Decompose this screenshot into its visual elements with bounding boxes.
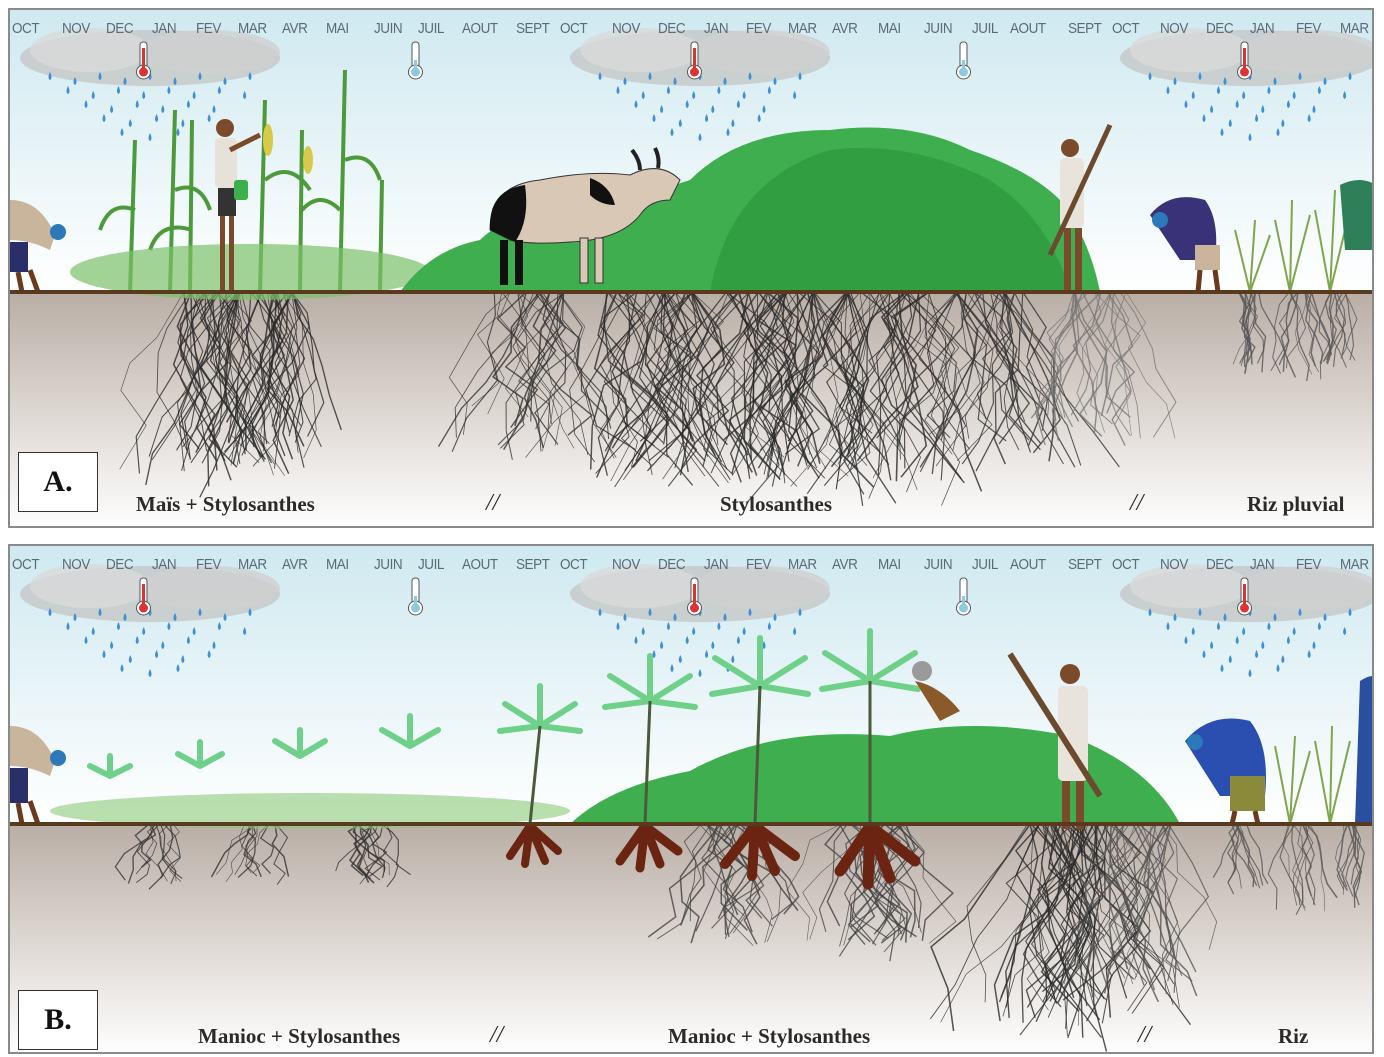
- month-label: JUIL: [972, 556, 998, 573]
- period-separator: //: [490, 1022, 503, 1049]
- month-label: FEV: [746, 20, 771, 37]
- month-label: OCT: [560, 556, 587, 573]
- month-label: SEPT: [1068, 20, 1101, 37]
- month-label: OCT: [12, 20, 39, 37]
- period-separator: //: [486, 490, 499, 517]
- month-label: OCT: [560, 20, 587, 37]
- month-label: FEV: [196, 556, 221, 573]
- panel-label: B.: [18, 990, 98, 1050]
- period-separator: //: [1138, 1022, 1151, 1049]
- month-label: NOV: [612, 556, 640, 573]
- month-label: MAI: [326, 556, 349, 573]
- farmer-right-edge: [1340, 180, 1374, 250]
- panel-b-illustration: [10, 546, 1374, 1054]
- month-label: FEV: [196, 20, 221, 37]
- month-timeline: OCT NOV DEC JAN FEV MAR AVR MAI JUIN JUIL AOUT SEPT…: [10, 20, 1372, 42]
- month-label: SEPT: [1068, 556, 1101, 573]
- panel-b: OCT NOV DEC JAN FEV MAR AVR MAI JUIN JUIL AOUT SEPT…: [8, 544, 1374, 1054]
- month-label: MAI: [326, 20, 349, 37]
- caption-upland-rice: Riz pluvial: [1247, 492, 1344, 517]
- caption-stylosanthes: Stylosanthes: [720, 492, 832, 517]
- panel-label: A.: [18, 452, 98, 512]
- month-label: MAR: [788, 556, 817, 573]
- month-label: DEC: [106, 556, 133, 573]
- month-label: AOUT: [1010, 20, 1046, 37]
- month-label: AOUT: [462, 556, 498, 573]
- month-label: FEV: [746, 556, 771, 573]
- month-label: JAN: [1250, 20, 1274, 37]
- month-label: MAI: [878, 556, 901, 573]
- month-label: JUIN: [924, 556, 952, 573]
- month-label: NOV: [62, 556, 90, 573]
- month-label: AVR: [282, 20, 307, 37]
- caption-cassava-stylosanthes-center: Manioc + Stylosanthes: [668, 1024, 870, 1049]
- month-label: MAI: [878, 20, 901, 37]
- month-label: JAN: [704, 556, 728, 573]
- month-label: MAR: [238, 20, 267, 37]
- month-label: JUIN: [374, 556, 402, 573]
- caption-cassava-stylosanthes-left: Manioc + Stylosanthes: [198, 1024, 400, 1049]
- month-label: MAR: [788, 20, 817, 37]
- month-label: JAN: [1250, 556, 1274, 573]
- caption-maize-stylosanthes: Maïs + Stylosanthes: [136, 492, 315, 517]
- month-label: DEC: [1206, 556, 1233, 573]
- panel-a: OCT NOV DEC JAN FEV MAR AVR MAI JUIN JUIL AOUT SEPT…: [8, 8, 1374, 528]
- month-label: DEC: [1206, 20, 1233, 37]
- month-label: OCT: [1112, 20, 1139, 37]
- month-label: AOUT: [462, 20, 498, 37]
- month-label: SEPT: [516, 20, 549, 37]
- month-label: FEV: [1296, 556, 1321, 573]
- month-label: NOV: [1160, 556, 1188, 573]
- month-label: FEV: [1296, 20, 1321, 37]
- month-label: NOV: [62, 20, 90, 37]
- month-label: NOV: [612, 20, 640, 37]
- month-label: MAR: [1340, 20, 1369, 37]
- period-separator: //: [1130, 490, 1143, 517]
- month-label: MAR: [238, 556, 267, 573]
- month-label: AVR: [282, 556, 307, 573]
- caption-rice: Riz: [1278, 1024, 1308, 1049]
- month-label: AOUT: [1010, 556, 1046, 573]
- panel-a-illustration: [10, 10, 1374, 528]
- month-label: DEC: [106, 20, 133, 37]
- month-label: DEC: [658, 556, 685, 573]
- month-label: AVR: [832, 556, 857, 573]
- month-label: AVR: [832, 20, 857, 37]
- month-label: MAR: [1340, 556, 1369, 573]
- month-label: JAN: [152, 556, 176, 573]
- month-label: JUIL: [972, 20, 998, 37]
- month-label: OCT: [12, 556, 39, 573]
- month-label: JAN: [152, 20, 176, 37]
- month-label: JUIL: [418, 20, 444, 37]
- month-label: JUIN: [924, 20, 952, 37]
- month-label: JAN: [704, 20, 728, 37]
- month-label: OCT: [1112, 556, 1139, 573]
- month-timeline: OCT NOV DEC JAN FEV MAR AVR MAI JUIN JUIL AOUT SEPT…: [10, 556, 1372, 578]
- month-label: JUIN: [374, 20, 402, 37]
- month-label: NOV: [1160, 20, 1188, 37]
- month-label: DEC: [658, 20, 685, 37]
- month-label: JUIL: [418, 556, 444, 573]
- month-label: SEPT: [516, 556, 549, 573]
